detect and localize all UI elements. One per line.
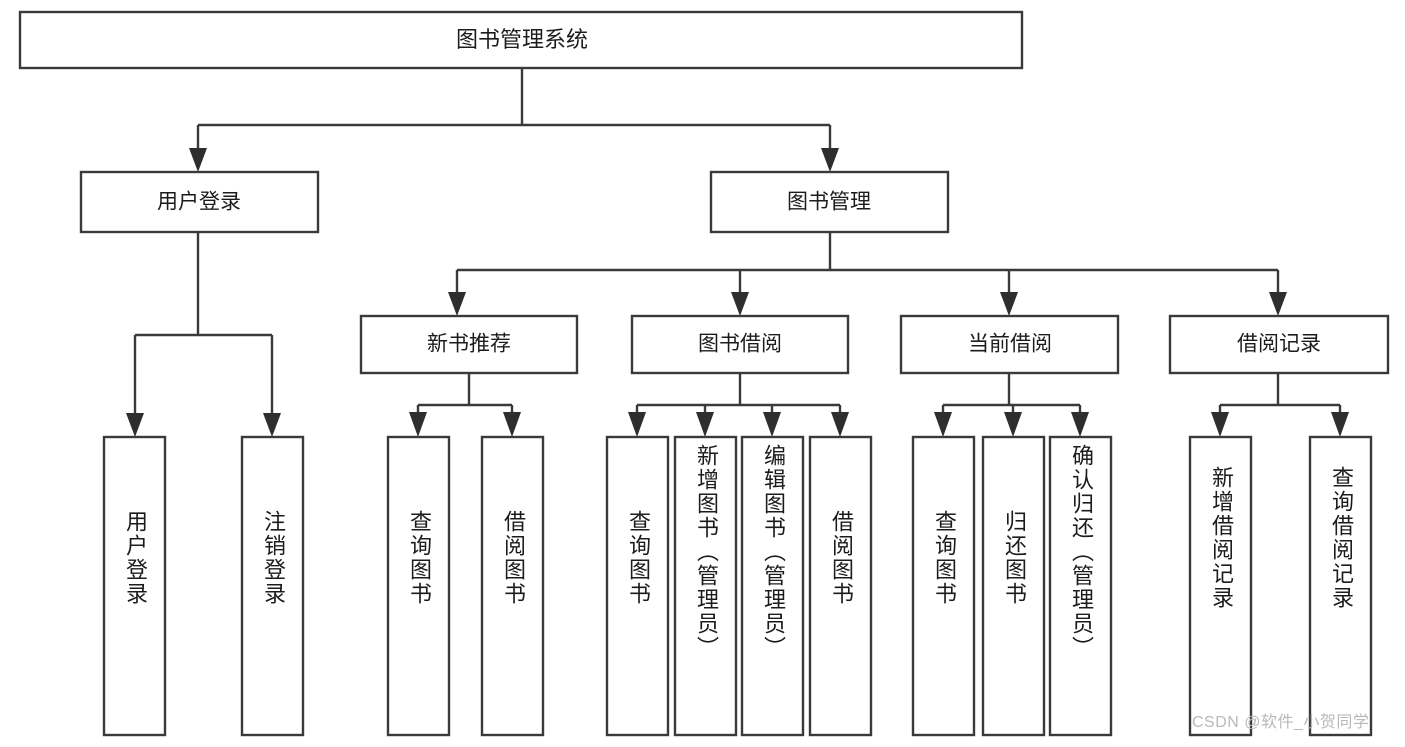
leaf-boxes: [102, 435, 1373, 737]
arrowhead-leaf-borrow-book-2: [831, 412, 849, 437]
connector-group-book-borrow: [628, 373, 849, 437]
arrowhead-leaf-query-borrow-record: [1331, 412, 1349, 437]
node-box-book-borrow[interactable]: [630, 314, 850, 375]
node-label-root: 图书管理系统: [456, 27, 588, 52]
arrowhead-leaf-query-book-1: [409, 412, 427, 437]
node-box-book-management[interactable]: [709, 170, 950, 234]
node-box-current-borrow[interactable]: [899, 314, 1120, 375]
node-label-current-borrow: 当前借阅: [968, 333, 1052, 356]
node-user-login[interactable]: 用户登录: [79, 170, 320, 234]
arrowhead-leaf-query-book-2: [628, 412, 646, 437]
node-box-borrow-record[interactable]: [1168, 314, 1390, 375]
arrowhead-leaf-add-book: [696, 412, 714, 437]
arrowhead-leaf-query-book-3: [934, 412, 952, 437]
csdn-watermark: CSDN @软件_小贺同学: [1192, 714, 1370, 731]
leaf-box-query-book-2[interactable]: [605, 435, 670, 737]
arrowhead-leaf-borrow-book-1: [503, 412, 521, 437]
node-borrow-record[interactable]: 借阅记录: [1168, 314, 1390, 375]
arrowhead-leaf-return-book: [1004, 412, 1022, 437]
leaf-box-query-borrow-record[interactable]: [1308, 435, 1373, 737]
leaf-box-return-book[interactable]: [981, 435, 1046, 737]
arrowhead-to-borrow-record: [1269, 292, 1287, 316]
node-box-root[interactable]: [18, 10, 1024, 70]
arrowhead-to-user-login: [189, 148, 207, 172]
arrowhead-to-book-management: [821, 148, 839, 172]
node-label-new-book-recommend: 新书推荐: [427, 333, 511, 356]
node-book-borrow[interactable]: 图书借阅: [630, 314, 850, 375]
node-label-book-management: 图书管理: [787, 191, 871, 214]
node-box-new-book-recommend[interactable]: [359, 314, 579, 375]
node-label-borrow-record: 借阅记录: [1237, 333, 1321, 356]
connector-group-user-login: [126, 232, 281, 437]
leaf-box-edit-book[interactable]: [740, 435, 805, 737]
node-book-management[interactable]: 图书管理: [709, 170, 950, 234]
leaf-box-query-book-3[interactable]: [911, 435, 976, 737]
leaf-box-user-login[interactable]: [102, 435, 167, 737]
node-root[interactable]: 图书管理系统: [18, 10, 1024, 70]
node-label-user-login: 用户登录: [157, 191, 241, 214]
leaf-box-add-borrow-record[interactable]: [1188, 435, 1253, 737]
node-new-book-recommend[interactable]: 新书推荐: [359, 314, 579, 375]
leaf-box-logout[interactable]: [240, 435, 305, 737]
node-label-book-borrow: 图书借阅: [698, 333, 782, 356]
connector-group-borrow-record: [1211, 373, 1349, 437]
leaf-box-borrow-book-1[interactable]: [480, 435, 545, 737]
node-current-borrow[interactable]: 当前借阅: [899, 314, 1120, 375]
leaf-box-add-book[interactable]: [673, 435, 738, 737]
connector-group-book-management: [448, 232, 1287, 316]
connector-group-current-borrow: [934, 373, 1089, 437]
connector-group-root: [189, 68, 839, 172]
arrowhead-leaf-confirm-return: [1071, 412, 1089, 437]
arrowhead-leaf-edit-book: [763, 412, 781, 437]
leaf-box-confirm-return[interactable]: [1048, 435, 1113, 737]
arrowhead-leaf-user-login: [126, 413, 144, 437]
arrowhead-leaf-logout: [263, 413, 281, 437]
arrowhead-leaf-add-borrow-record: [1211, 412, 1229, 437]
arrowhead-to-book-borrow: [731, 292, 749, 316]
leaf-box-query-book-1[interactable]: [386, 435, 451, 737]
node-box-user-login[interactable]: [79, 170, 320, 234]
arrowhead-to-new-book-recommend: [448, 292, 466, 316]
arrowhead-to-current-borrow: [1000, 292, 1018, 316]
leaf-box-borrow-book-2[interactable]: [808, 435, 873, 737]
connector-group-new-book-recommend: [409, 373, 521, 437]
